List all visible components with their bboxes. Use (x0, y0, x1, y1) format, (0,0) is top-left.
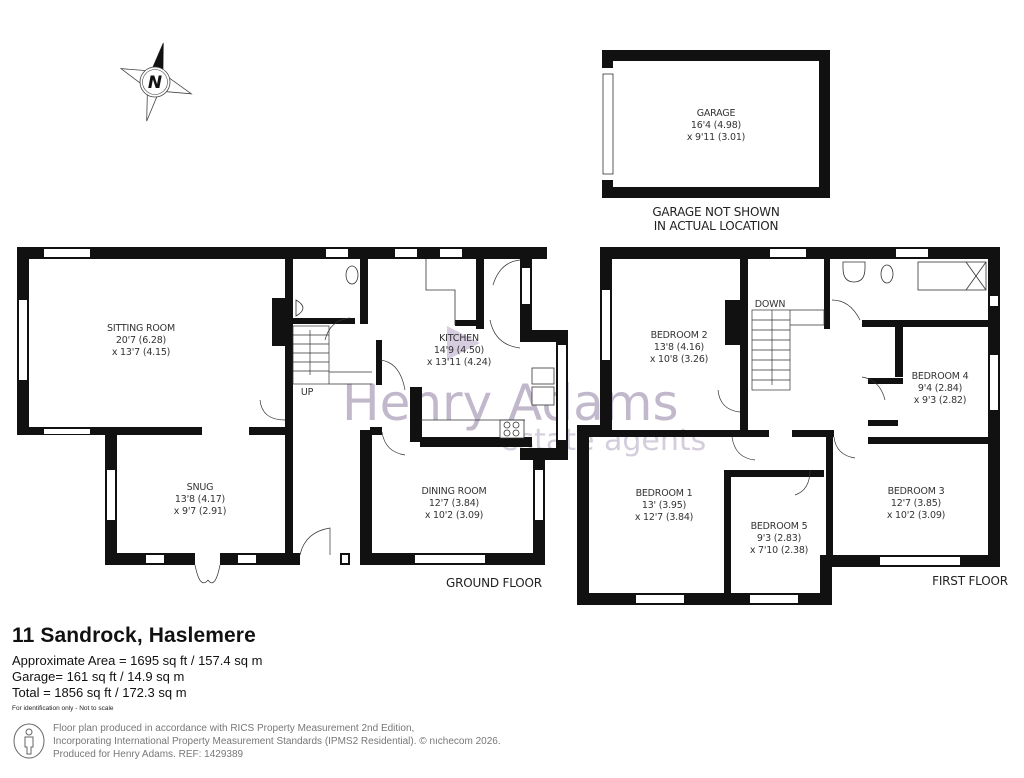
svg-text:x 12'7 (3.84): x 12'7 (3.84) (635, 512, 693, 523)
svg-text:x 13'7 (4.15): x 13'7 (4.15) (112, 347, 170, 358)
svg-text:SITTING ROOM: SITTING ROOM (107, 323, 175, 334)
disclaimer-text: Floor plan produced in accordance with R… (53, 723, 501, 760)
compass-icon: N (119, 42, 193, 122)
svg-text:9'3 (2.83): 9'3 (2.83) (757, 533, 801, 544)
svg-text:KITCHEN: KITCHEN (439, 333, 479, 344)
svg-text:BEDROOM 4: BEDROOM 4 (912, 371, 969, 382)
svg-text:DINING ROOM: DINING ROOM (421, 486, 486, 497)
svg-text:12'7 (3.85): 12'7 (3.85) (891, 498, 941, 509)
property-title: 11 Sandrock, Haslemere (12, 624, 256, 647)
svg-text:9'4 (2.84): 9'4 (2.84) (918, 383, 962, 394)
first-floor-plan: DOWN (577, 247, 1000, 605)
ground-floor-plan: UP (17, 247, 568, 584)
svg-text:SNUG: SNUG (187, 482, 214, 493)
floor-plan: N Henry Adams estate agents GARAGE 16'4 … (17, 42, 1008, 605)
svg-text:x 10'8 (3.26): x 10'8 (3.26) (650, 354, 708, 365)
svg-text:13'8 (4.17): 13'8 (4.17) (175, 494, 225, 505)
room-dining-room: DINING ROOM 12'7 (3.84) x 10'2 (3.09) (421, 486, 486, 521)
svg-text:x 9'11 (3.01): x 9'11 (3.01) (687, 132, 745, 143)
room-sitting-room: SITTING ROOM 20'7 (6.28) x 13'7 (4.15) (107, 323, 175, 358)
svg-text:GARAGE NOT SHOWN: GARAGE NOT SHOWN (652, 205, 779, 219)
stairs-down-label: DOWN (755, 299, 786, 310)
svg-text:GARAGE: GARAGE (697, 108, 736, 119)
room-kitchen: KITCHEN 14'9 (4.50) x 13'11 (4.24) (427, 333, 491, 368)
person-icon (13, 723, 45, 759)
svg-text:BEDROOM 3: BEDROOM 3 (888, 486, 945, 497)
svg-text:12'7 (3.84): 12'7 (3.84) (429, 498, 479, 509)
room-bedroom-3: BEDROOM 3 12'7 (3.85) x 10'2 (3.09) (887, 486, 946, 521)
stairs-up-label: UP (301, 387, 314, 398)
svg-text:14'9 (4.50): 14'9 (4.50) (434, 345, 484, 356)
room-bedroom-1: BEDROOM 1 13' (3.95) x 12'7 (3.84) (635, 488, 694, 523)
svg-text:BEDROOM 1: BEDROOM 1 (636, 488, 693, 499)
first-floor-label: FIRST FLOOR (932, 574, 1008, 588)
room-bedroom-5: BEDROOM 5 9'3 (2.83) x 7'10 (2.38) (750, 521, 809, 556)
room-snug: SNUG 13'8 (4.17) x 9'7 (2.91) (174, 482, 227, 517)
scale-note: For identification only - Not to scale (12, 705, 114, 712)
svg-text:x 10'2 (3.09): x 10'2 (3.09) (887, 510, 945, 521)
svg-text:x 10'2 (3.09): x 10'2 (3.09) (425, 510, 483, 521)
ground-floor-rooms: SITTING ROOM 20'7 (6.28) x 13'7 (4.15) K… (107, 323, 542, 590)
svg-text:16'4 (4.98): 16'4 (4.98) (691, 120, 741, 131)
approx-area: Approximate Area = 1695 sq ft / 157.4 sq… (12, 653, 263, 668)
svg-text:20'7 (6.28): 20'7 (6.28) (116, 335, 166, 346)
svg-text:x 9'7 (2.91): x 9'7 (2.91) (174, 506, 227, 517)
ground-floor-label: GROUND FLOOR (446, 576, 542, 590)
svg-text:BEDROOM 5: BEDROOM 5 (751, 521, 808, 532)
svg-text:x 7'10 (2.38): x 7'10 (2.38) (750, 545, 808, 556)
room-bedroom-4: BEDROOM 4 9'4 (2.84) x 9'3 (2.82) (912, 371, 969, 406)
svg-text:IN ACTUAL LOCATION: IN ACTUAL LOCATION (654, 219, 779, 233)
svg-text:13' (3.95): 13' (3.95) (642, 500, 686, 511)
room-bedroom-2: BEDROOM 2 13'8 (4.16) x 10'8 (3.26) (650, 330, 709, 365)
total-area: Total = 1856 sq ft / 172.3 sq m (12, 685, 187, 700)
svg-text:BEDROOM 2: BEDROOM 2 (651, 330, 708, 341)
garage-area: Garage= 161 sq ft / 14.9 sq m (12, 669, 185, 684)
compass-label: N (148, 73, 162, 93)
garage-plan: GARAGE 16'4 (4.98) x 9'11 (3.01) GARAGE … (602, 50, 830, 233)
property-info: 11 Sandrock, Haslemere Approximate Area … (12, 624, 262, 712)
svg-text:x 9'3 (2.82): x 9'3 (2.82) (914, 395, 967, 406)
disclaimer: Floor plan produced in accordance with R… (12, 722, 501, 761)
first-floor-rooms: BEDROOM 2 13'8 (4.16) x 10'8 (3.26) BEDR… (635, 330, 1008, 588)
svg-text:13'8 (4.16): 13'8 (4.16) (654, 342, 704, 353)
svg-text:x 13'11 (4.24): x 13'11 (4.24) (427, 357, 491, 368)
